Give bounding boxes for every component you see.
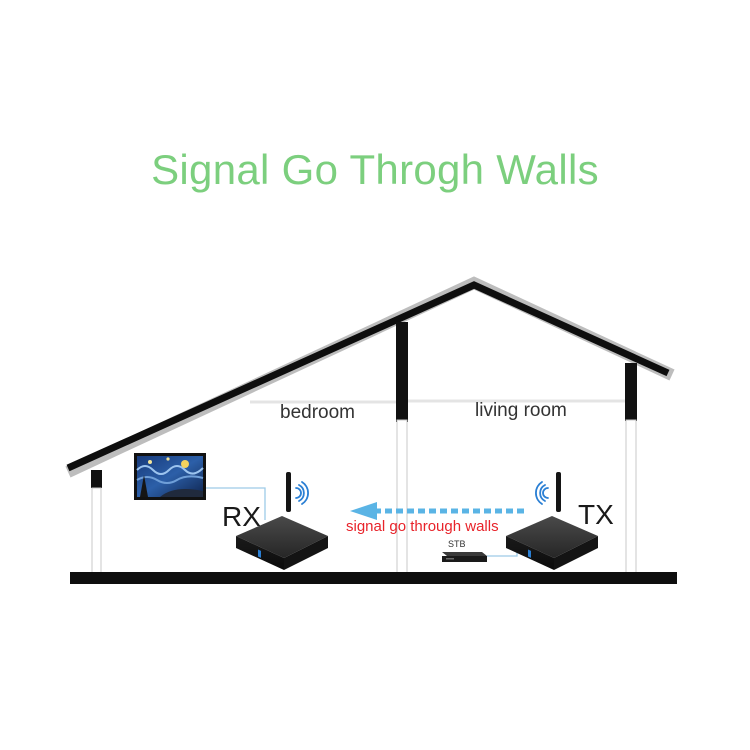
wall-middle — [396, 322, 408, 574]
transmitter-icon — [506, 472, 598, 570]
signal-caption: signal go through walls — [346, 518, 499, 535]
wall-left — [91, 470, 102, 574]
floor — [70, 572, 677, 584]
signal-arrow-icon — [350, 502, 524, 520]
receiver-label: RX — [222, 501, 261, 532]
roof — [65, 276, 675, 478]
transmitter-label: TX — [578, 499, 614, 530]
room-label-bedroom: bedroom — [280, 402, 355, 423]
diagram-title: Signal Go Throgh Walls — [151, 146, 599, 193]
wall-right — [625, 363, 637, 574]
wifi-waves-icon — [535, 481, 549, 505]
wifi-waves-icon — [295, 481, 309, 505]
receiver-icon — [236, 472, 328, 570]
room-label-living-room: living room — [475, 400, 567, 421]
set-top-box-label: STB — [448, 539, 466, 549]
tv-icon — [134, 453, 206, 500]
tv-cable — [206, 487, 266, 520]
set-top-box-icon — [442, 552, 487, 562]
